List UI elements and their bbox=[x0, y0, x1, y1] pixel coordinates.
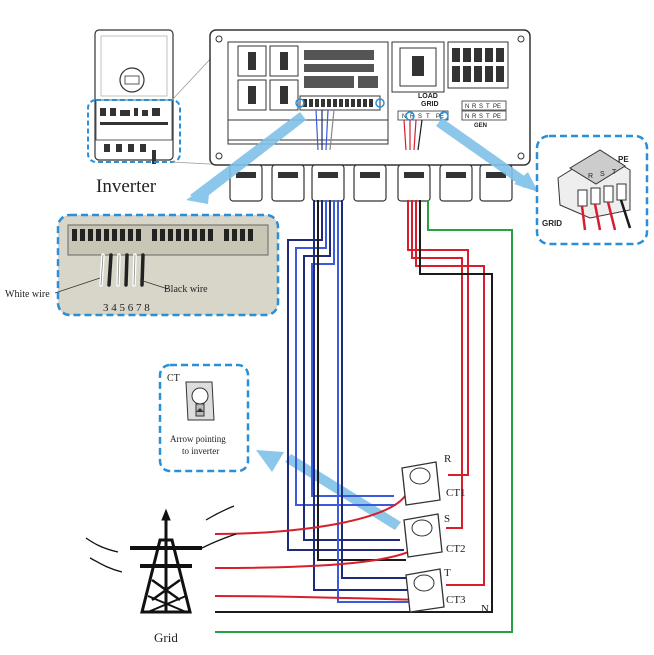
svg-text:S: S bbox=[479, 104, 483, 110]
rs485-zoom-callout bbox=[54, 213, 280, 317]
grid-inset-label: GRID bbox=[542, 219, 562, 228]
grid-tower-icon bbox=[130, 508, 202, 614]
grid-terminal-inset: R S T bbox=[535, 134, 649, 246]
white-wire-label: White wire bbox=[5, 289, 50, 300]
thumbnail-highlight bbox=[87, 99, 181, 163]
pe-label: PE bbox=[618, 155, 629, 164]
svg-text:T: T bbox=[486, 114, 490, 120]
grid-terminal-label: GRID bbox=[421, 101, 439, 108]
phase-t-label: T bbox=[444, 567, 451, 579]
ct-arrow-line2: to inverter bbox=[182, 446, 219, 456]
svg-text:N: N bbox=[402, 114, 406, 120]
phase-wires bbox=[214, 200, 513, 633]
neutral-label: N bbox=[481, 603, 489, 615]
inverter-label: Inverter bbox=[96, 176, 157, 197]
black-wire-label: Black wire bbox=[164, 284, 208, 295]
svg-text:T: T bbox=[426, 114, 430, 120]
load-terminal-label: LOAD bbox=[418, 93, 438, 100]
cable-glands bbox=[229, 164, 513, 202]
ct-direction-arrow-icon bbox=[196, 408, 204, 412]
svg-text:T: T bbox=[486, 104, 490, 110]
svg-text:R: R bbox=[472, 114, 477, 120]
ct3-label: CT3 bbox=[446, 594, 466, 606]
ct3-sensor bbox=[405, 568, 445, 613]
ct1-sensor bbox=[401, 461, 441, 506]
ct1-label: CT1 bbox=[446, 487, 466, 499]
phase-s-label: S bbox=[444, 513, 450, 525]
gen-terminal-label: GEN bbox=[474, 123, 487, 129]
svg-text:PE: PE bbox=[493, 114, 501, 120]
inverter-thumbnail bbox=[87, 29, 181, 164]
terminal-numbers-label: 3 4 5 6 7 8 bbox=[103, 302, 150, 314]
ct2-label: CT2 bbox=[446, 543, 466, 555]
svg-text:R: R bbox=[472, 104, 477, 110]
grid-label: Grid bbox=[154, 630, 178, 645]
ct-callout-title: CT bbox=[167, 373, 180, 384]
ct-arrow-line1: Arrow pointing bbox=[170, 434, 226, 444]
svg-text:T: T bbox=[612, 169, 617, 176]
signal-wires bbox=[287, 200, 420, 603]
svg-text:N: N bbox=[465, 114, 469, 120]
terminal-row-load: N R S T PE bbox=[461, 100, 507, 111]
svg-text:S: S bbox=[479, 114, 483, 120]
phase-r-label: R bbox=[444, 453, 452, 465]
svg-text:R: R bbox=[410, 114, 415, 120]
svg-text:S: S bbox=[600, 171, 605, 178]
grid-power-lines bbox=[85, 505, 237, 573]
svg-text:PE: PE bbox=[493, 104, 501, 110]
svg-text:R: R bbox=[588, 173, 593, 180]
svg-text:S: S bbox=[418, 114, 422, 120]
ct-callout bbox=[158, 363, 250, 473]
ct2-sensor bbox=[403, 513, 443, 558]
svg-text:N: N bbox=[465, 104, 469, 110]
display-icon bbox=[119, 67, 145, 93]
